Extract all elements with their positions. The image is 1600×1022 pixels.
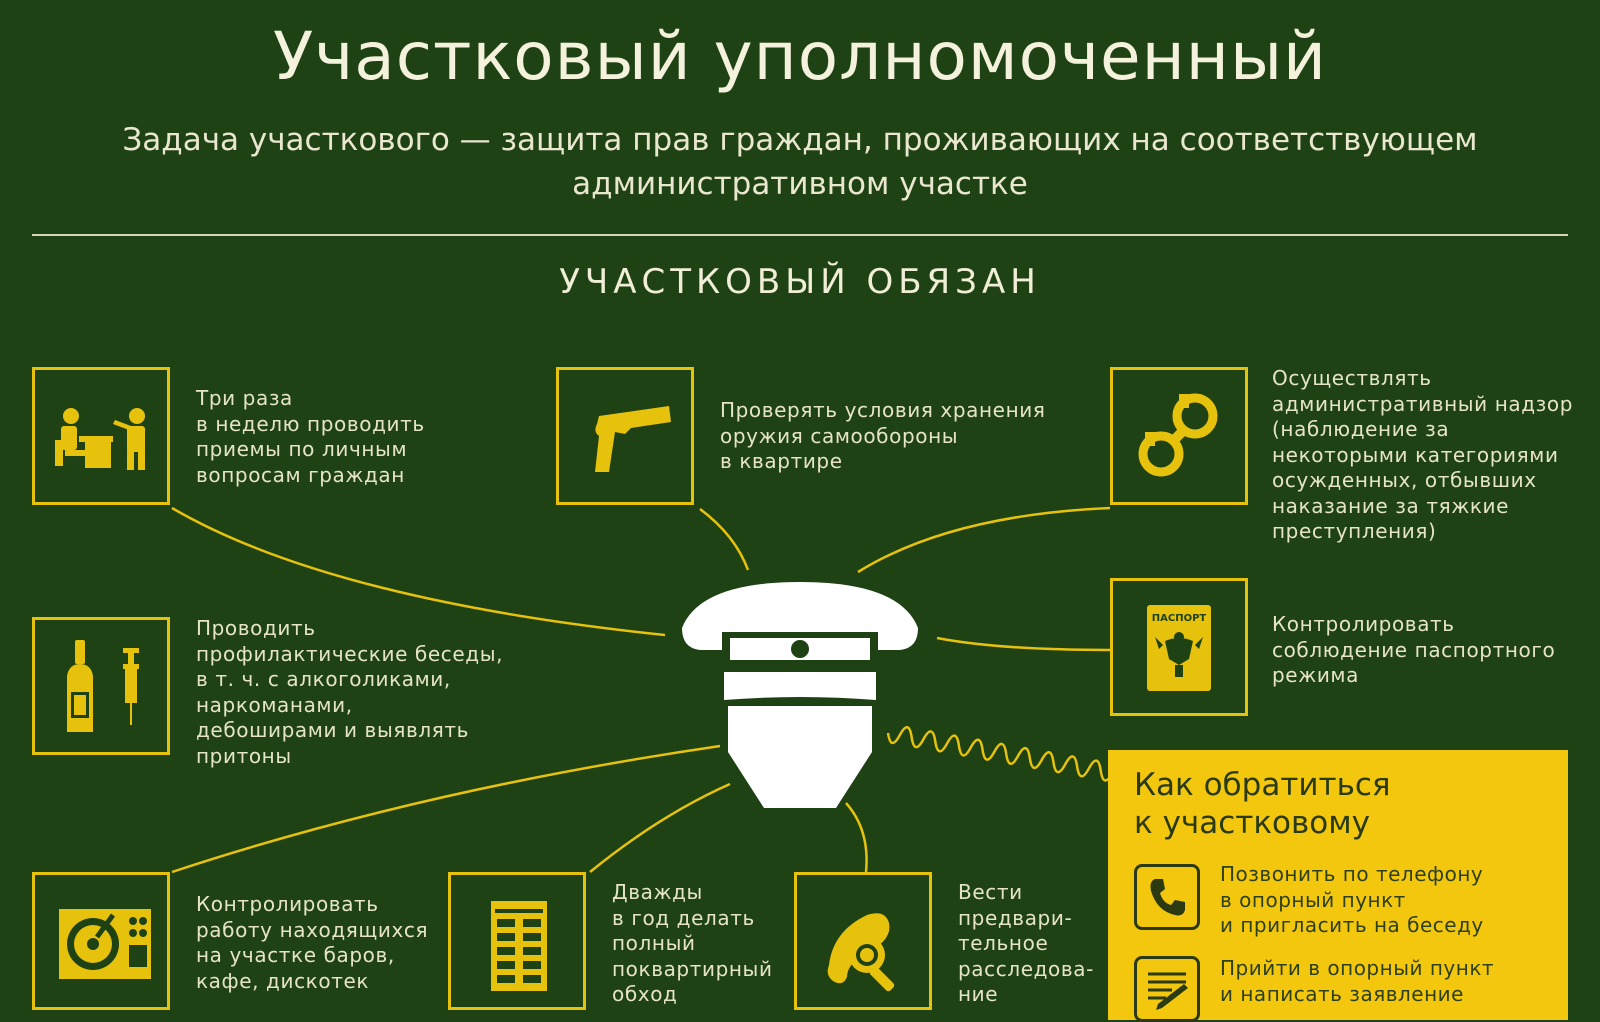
weapons-box <box>556 367 694 505</box>
passport-box: ПАСПОРТ <box>1110 578 1248 716</box>
connector-rounds <box>589 782 731 873</box>
weapons-text: Проверять условия хранения оружия самооб… <box>720 398 1046 473</box>
phone-icon-box <box>1134 864 1200 930</box>
contact-title: Как обратиться к участковому <box>1134 767 1391 841</box>
supervision-text: Осуществлять административный надзор (на… <box>1272 366 1574 543</box>
rounds-box <box>448 872 586 1010</box>
page-subtitle: Задача участкового — защита прав граждан… <box>122 122 1478 202</box>
divider <box>32 234 1568 236</box>
connector-prevention <box>936 636 1111 652</box>
venues-box <box>32 872 170 1010</box>
apartment-building-icon <box>491 901 547 991</box>
supervision-box <box>1110 367 1248 505</box>
document-icon-box <box>1134 956 1200 1022</box>
connector-receptions <box>171 506 666 637</box>
page-title: Участковый уполномоченный <box>273 18 1327 95</box>
venues-text: Контролировать работу находящихся на уча… <box>196 892 429 993</box>
pistol-icon <box>595 406 671 472</box>
investigation-text: Вести предвари- тельное расследова- ние <box>958 880 1094 1006</box>
investigation-box <box>794 872 932 1010</box>
document-pen-icon <box>1148 972 1188 1010</box>
connector-venues <box>171 744 721 874</box>
passport-text: Контролировать соблюдение паспортного ре… <box>1272 612 1556 687</box>
contact-panel: Как обратиться к участковому Позвонить п… <box>1108 750 1568 1022</box>
bottle-syringe-icon <box>67 640 139 732</box>
receptions-box <box>32 367 170 505</box>
connector-contact <box>886 726 1114 782</box>
prevention-box <box>32 617 170 755</box>
connector-weapons <box>699 507 750 571</box>
reception-desk-icon <box>55 408 145 470</box>
police-officer-icon <box>682 582 918 808</box>
passport-icon: ПАСПОРТ <box>1147 605 1211 691</box>
contact-visit-text: Прийти в опорный пункт и написать заявле… <box>1220 956 1495 1006</box>
section-title: УЧАСТКОВЫЙ ОБЯЗАН <box>559 262 1041 302</box>
passport-icon-label: ПАСПОРТ <box>1152 613 1207 624</box>
contact-phone-text: Позвонить по телефону в опорный пункт и … <box>1220 862 1484 937</box>
turntable-icon <box>59 909 151 979</box>
rounds-text: Дважды в год делать полный поквартирный … <box>612 880 773 1006</box>
connector-supervision <box>857 506 1111 574</box>
prevention-text: Проводить профилактические беседы, в т. … <box>196 616 504 768</box>
footprint-magnifier-icon <box>827 913 895 992</box>
connector-investigation <box>845 802 868 873</box>
handcuffs-icon <box>1138 393 1218 477</box>
phone-icon <box>1150 879 1185 916</box>
receptions-text: Три раза в неделю проводить приемы по ли… <box>196 386 425 487</box>
